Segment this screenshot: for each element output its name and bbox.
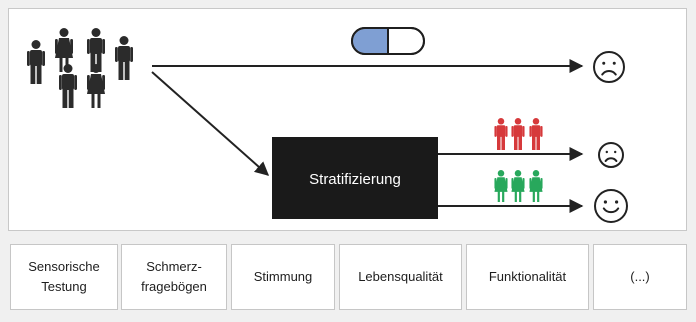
pill-capsule-icon — [351, 27, 425, 55]
person-icon — [529, 118, 543, 150]
person-icon — [87, 64, 105, 108]
sad-face-icon — [593, 51, 625, 83]
person-icon — [115, 36, 133, 80]
category-box: (...) — [593, 244, 687, 310]
person-icon — [529, 170, 543, 202]
person-icon — [87, 28, 105, 72]
sad-face-icon — [598, 142, 624, 168]
person-icon — [59, 64, 77, 108]
category-box: Sensorische Testung — [10, 244, 118, 310]
population-group-icon — [27, 28, 133, 108]
person-icon — [511, 170, 525, 202]
category-box: Funktionalität — [466, 244, 589, 310]
bad-responder-group-icon — [494, 118, 543, 150]
happy-face-icon — [594, 189, 628, 223]
category-box: Schmerz- fragebögen — [121, 244, 227, 310]
person-icon — [27, 40, 45, 84]
person-icon — [494, 118, 508, 150]
person-icon — [494, 170, 508, 202]
category-box: Lebensqualität — [339, 244, 462, 310]
stratification-box — [272, 137, 438, 219]
stratification-label: Stratifizierung — [309, 171, 401, 188]
arrow-to-stratification — [151, 71, 270, 176]
good-responder-group-icon — [494, 170, 543, 202]
category-box: Stimmung — [231, 244, 335, 310]
person-icon — [511, 118, 525, 150]
